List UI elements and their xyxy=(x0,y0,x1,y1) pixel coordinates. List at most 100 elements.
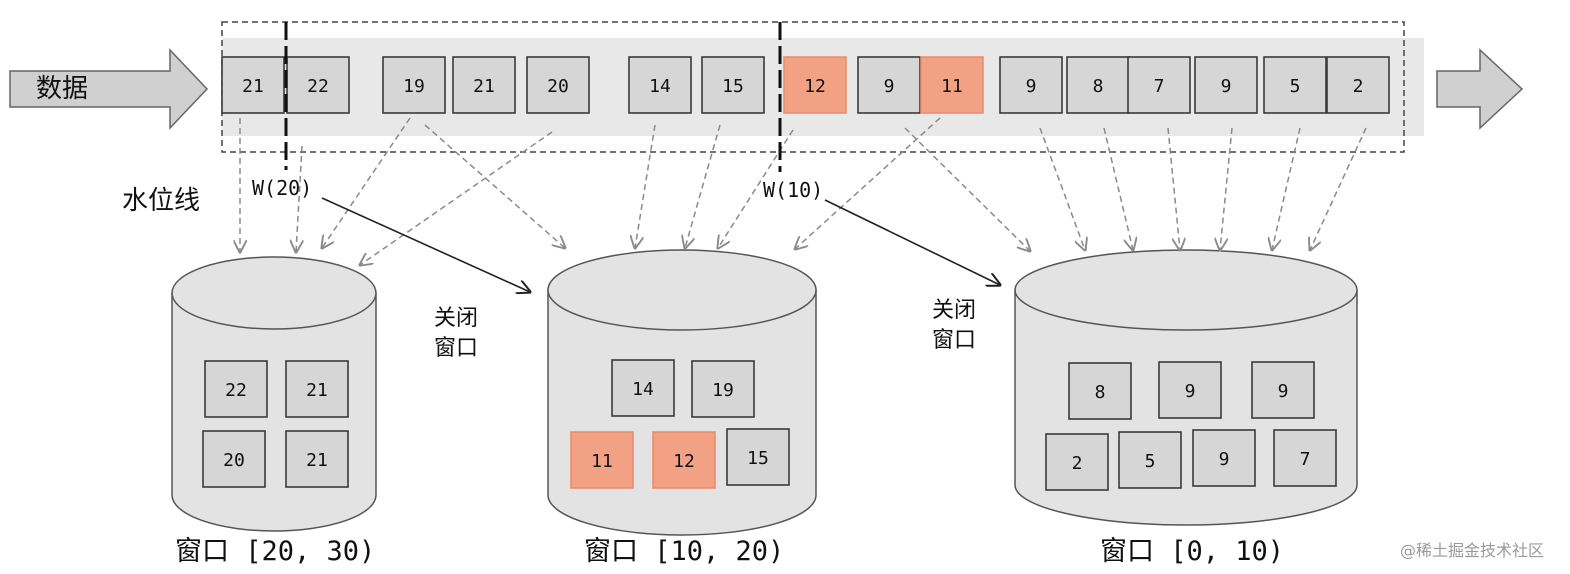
value-text: 7 xyxy=(1154,76,1165,97)
cylinder-top xyxy=(171,256,377,330)
value-text: 14 xyxy=(632,379,654,400)
value-text: 21 xyxy=(242,76,264,97)
stream-event-3: 21 xyxy=(452,56,516,114)
value-box xyxy=(452,56,516,114)
assign-arrow-4 xyxy=(424,124,565,248)
value-box xyxy=(691,360,755,418)
assign-arrow-1 xyxy=(296,145,302,252)
watermark-label-w20: W(20) xyxy=(252,176,313,200)
window-2-event-5: 9 xyxy=(1192,429,1256,487)
window-1-event-3: 12 xyxy=(652,431,716,489)
window-2-event-3: 2 xyxy=(1045,433,1109,491)
input-arrow-icon xyxy=(9,48,209,130)
value-box xyxy=(221,56,285,114)
value-text: 11 xyxy=(941,76,963,97)
stream-event-10: 9 xyxy=(999,56,1063,114)
assign-arrow-11 xyxy=(1103,127,1133,250)
stream-event-13: 9 xyxy=(1194,56,1258,114)
value-text: 9 xyxy=(884,76,895,97)
assign-arrow-10 xyxy=(1039,127,1085,250)
value-text: 15 xyxy=(722,76,744,97)
value-text: 20 xyxy=(223,450,245,471)
value-text: 19 xyxy=(712,380,734,401)
value-text: 2 xyxy=(1353,76,1364,97)
window-label-20-30: 窗口 [20, 30) xyxy=(175,536,376,567)
value-box xyxy=(202,430,266,488)
value-box xyxy=(783,56,847,114)
stream-event-9: 11 xyxy=(920,56,984,114)
value-text: 19 xyxy=(403,76,425,97)
value-box xyxy=(1273,429,1337,487)
value-text: 21 xyxy=(306,380,328,401)
assign-arrow-8 xyxy=(795,117,941,249)
value-text: 12 xyxy=(673,451,695,472)
value-text: 22 xyxy=(307,76,329,97)
value-box xyxy=(1192,429,1256,487)
assign-arrow-6 xyxy=(685,124,721,248)
value-box xyxy=(204,360,268,418)
value-text: 2 xyxy=(1072,453,1083,474)
close-window-label-2: 关闭 窗口 xyxy=(932,298,977,353)
assign-arrow-5 xyxy=(635,124,656,248)
stream-event-5: 14 xyxy=(628,56,692,114)
value-text: 9 xyxy=(1221,76,1232,97)
window-1-event-0: 14 xyxy=(611,359,675,417)
value-box xyxy=(1194,56,1258,114)
data-label: 数据 xyxy=(36,74,89,104)
value-text: 20 xyxy=(547,76,569,97)
window-2-event-0: 8 xyxy=(1068,362,1132,420)
value-box xyxy=(701,56,765,114)
output-arrow-icon xyxy=(1436,48,1524,130)
window-0-event-1: 21 xyxy=(285,360,349,418)
value-text: 11 xyxy=(591,451,613,472)
window-2-event-2: 9 xyxy=(1251,361,1315,419)
assign-arrow-3 xyxy=(360,131,553,265)
window-2-event-1: 9 xyxy=(1158,361,1222,419)
close-window-arrow-1 xyxy=(321,197,530,292)
value-box xyxy=(628,56,692,114)
stream-event-8: 9 xyxy=(857,56,921,114)
stream-event-15: 2 xyxy=(1326,56,1390,114)
value-box xyxy=(285,360,349,418)
value-box xyxy=(285,430,349,488)
watermark-line-label: 水位线 xyxy=(122,186,201,216)
value-text: 5 xyxy=(1290,76,1301,97)
window-0-event-2: 20 xyxy=(202,430,266,488)
assign-arrow-2 xyxy=(322,117,411,248)
value-text: 9 xyxy=(1026,76,1037,97)
stream-event-0: 21 xyxy=(221,56,285,114)
value-text: 14 xyxy=(649,76,671,97)
value-text: 9 xyxy=(1278,381,1289,402)
value-box xyxy=(1068,362,1132,420)
value-box xyxy=(611,359,675,417)
value-box xyxy=(382,56,446,114)
stream-event-11: 8 xyxy=(1066,56,1130,114)
window-cylinder-1 xyxy=(547,249,817,536)
value-box xyxy=(920,56,984,114)
value-box xyxy=(526,56,590,114)
assign-arrow-15 xyxy=(1310,127,1367,250)
value-box xyxy=(570,431,634,489)
stream-event-1: 22 xyxy=(286,56,350,114)
value-text: 15 xyxy=(747,448,769,469)
value-text: 22 xyxy=(225,380,247,401)
credit-text: @稀土掘金技术社区 xyxy=(1400,541,1545,560)
value-box xyxy=(1158,361,1222,419)
watermark-label-w10: W(10) xyxy=(763,178,824,202)
value-text: 12 xyxy=(804,76,826,97)
value-box xyxy=(652,431,716,489)
window-label-10-20: 窗口 [10, 20) xyxy=(584,536,785,567)
value-text: 8 xyxy=(1093,76,1104,97)
window-1-event-1: 19 xyxy=(691,360,755,418)
value-box xyxy=(857,56,921,114)
window-1-event-4: 15 xyxy=(726,428,790,486)
value-text: 21 xyxy=(473,76,495,97)
value-box xyxy=(1045,433,1109,491)
value-box xyxy=(726,428,790,486)
window-1-event-2: 11 xyxy=(570,431,634,489)
value-text: 5 xyxy=(1145,451,1156,472)
value-box xyxy=(1127,56,1191,114)
stream-event-2: 19 xyxy=(382,56,446,114)
value-text: 21 xyxy=(306,450,328,471)
